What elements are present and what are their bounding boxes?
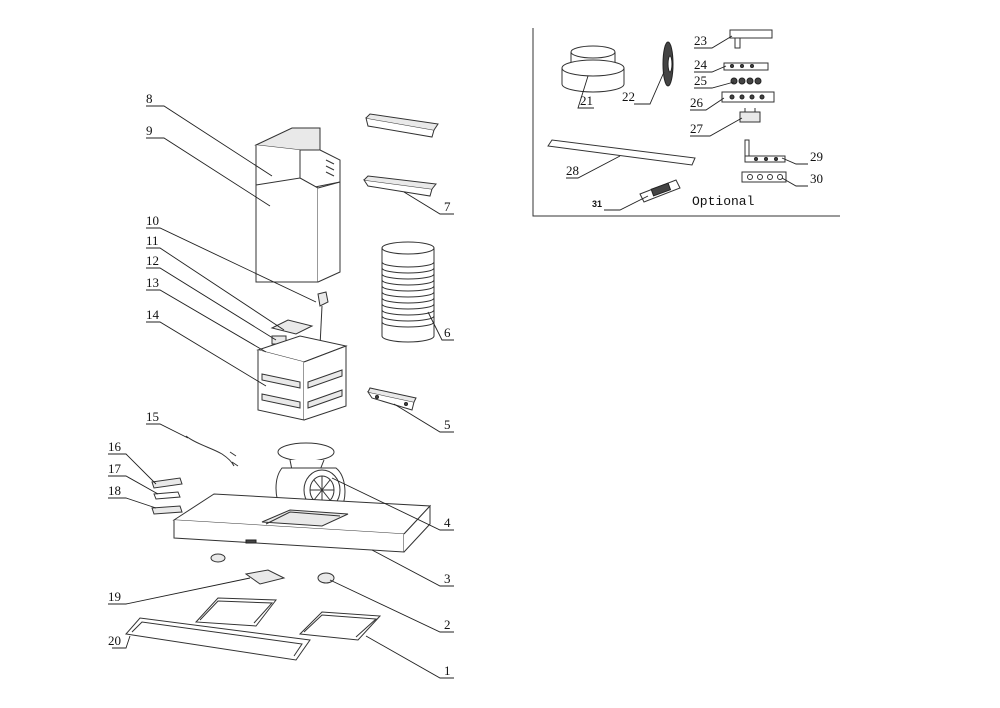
label-2: 2 (444, 617, 451, 632)
part-26-control-panel (721, 91, 775, 103)
part-24-switch-plate (723, 62, 769, 71)
part-15-power-cable (185, 435, 239, 467)
label-14: 14 (146, 307, 160, 322)
label-19: 19 (108, 589, 121, 604)
part-20-inner-frame (125, 617, 311, 661)
part-23-switch-bracket (729, 29, 773, 49)
part-3-hood-body (172, 493, 432, 553)
part-9-lower-chimney (255, 177, 341, 283)
label-24: 24 (694, 57, 708, 72)
part-28-trim-strip (547, 139, 696, 166)
part-22-carbon-filter (662, 41, 674, 87)
label-3: 3 (444, 571, 451, 586)
label-22: 22 (622, 89, 635, 104)
label-31: 31 (592, 199, 602, 209)
label-28: 28 (566, 163, 579, 178)
label-11: 11 (146, 233, 159, 248)
part-18-button-strip (151, 505, 183, 515)
optional-box-border (532, 28, 840, 217)
label-17: 17 (108, 461, 122, 476)
part-31-remote-panel (639, 179, 681, 203)
part-27-electronic-box (739, 108, 761, 123)
label-15: 15 (146, 409, 159, 424)
label-5: 5 (444, 417, 451, 432)
part-5-wall-bracket (366, 387, 417, 411)
label-12: 12 (146, 253, 159, 268)
label-10: 10 (146, 213, 159, 228)
part-labels: 8 9 10 11 12 13 14 15 16 17 18 19 20 7 6… (108, 33, 823, 678)
label-27: 27 (690, 121, 704, 136)
optional-parts-box (532, 28, 840, 217)
part-29-switch-assembly (744, 139, 786, 163)
part-25-buttons (730, 77, 762, 85)
part-21-duct-flange (561, 45, 625, 93)
optional-caption: Optional (692, 194, 755, 209)
label-20: 20 (108, 633, 121, 648)
label-29: 29 (810, 149, 823, 164)
part-8-upper-chimney (254, 127, 341, 191)
part-17-switch-plate (153, 491, 181, 500)
part-4-blower-motor (275, 442, 346, 511)
label-30: 30 (810, 171, 823, 186)
label-9: 9 (146, 123, 153, 138)
label-23: 23 (694, 33, 707, 48)
label-6: 6 (444, 325, 451, 340)
part-16-switch (151, 477, 183, 489)
label-21: 21 (580, 93, 593, 108)
leader-lines (108, 35, 808, 679)
part-19-halogen-lamp (210, 553, 335, 585)
part-7-chimney-bracket (362, 113, 439, 197)
label-1: 1 (444, 663, 451, 678)
part-1-grease-filter (194, 597, 382, 641)
part-10-cable-clip (317, 291, 329, 347)
hood-main-assembly (125, 113, 439, 661)
part-30-control-board (741, 171, 787, 183)
label-16: 16 (108, 439, 122, 454)
label-8: 8 (146, 91, 153, 106)
part-11-connector (270, 319, 314, 335)
part-14-motor-housing (256, 335, 348, 421)
label-18: 18 (108, 483, 121, 498)
label-7: 7 (444, 199, 451, 214)
label-13: 13 (146, 275, 159, 290)
part-6-flexible-duct (381, 241, 435, 343)
label-4: 4 (444, 515, 451, 530)
label-26: 26 (690, 95, 704, 110)
label-25: 25 (694, 73, 707, 88)
